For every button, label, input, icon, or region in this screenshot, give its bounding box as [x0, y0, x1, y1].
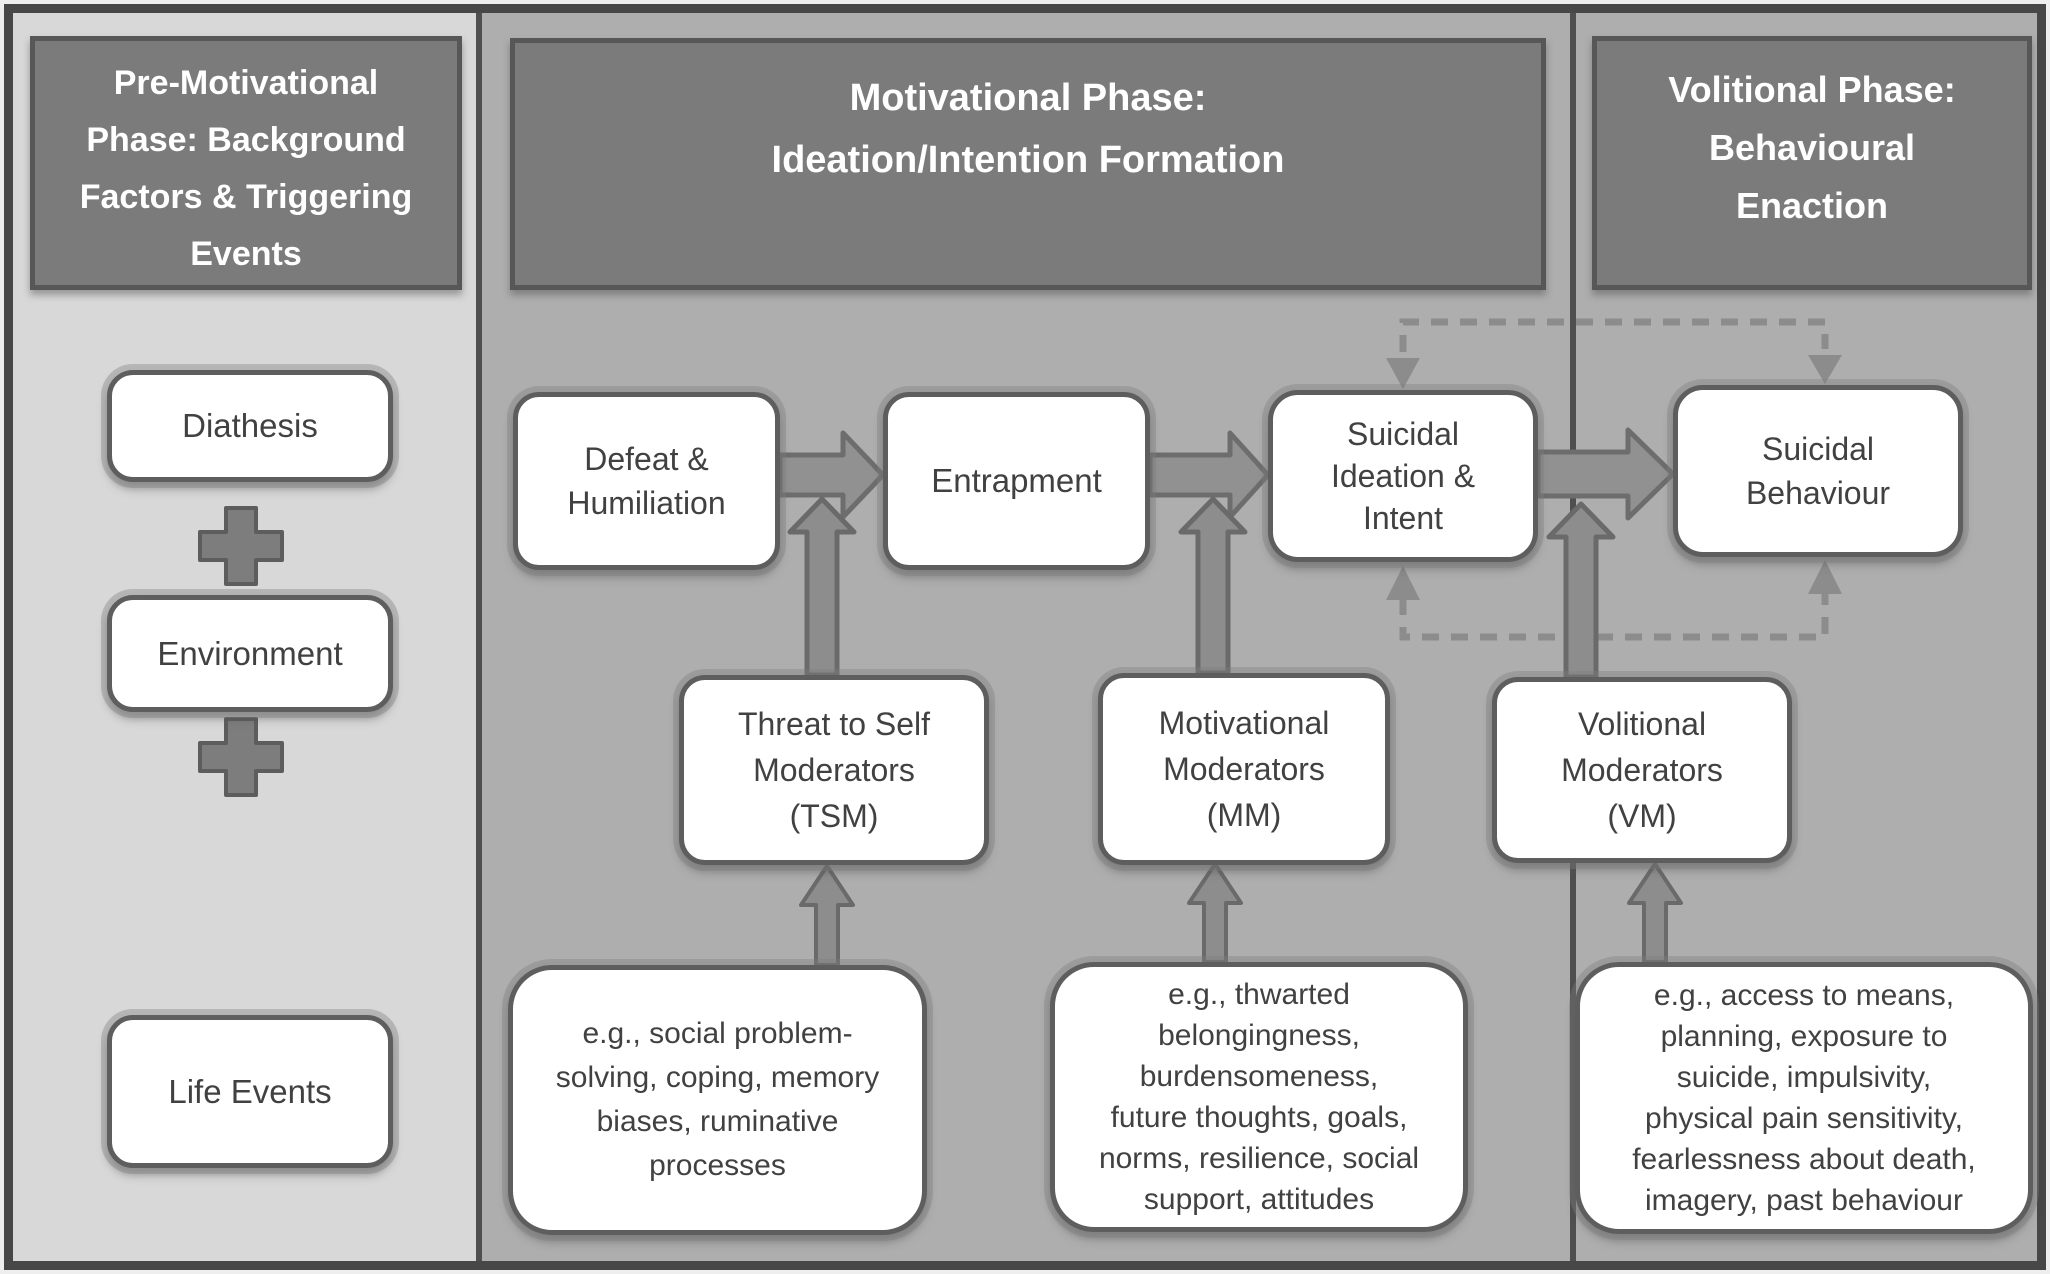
text-line: (MM): [1206, 797, 1282, 833]
text-line: Humiliation: [567, 485, 726, 521]
text-line: biases, ruminative: [596, 1105, 839, 1138]
text-line: physical pain sensitivity,: [1645, 1102, 1963, 1135]
text-line: support, attitudes: [1143, 1183, 1375, 1216]
text-line: future thoughts, goals,: [1110, 1101, 1408, 1134]
text-line: Intent: [1362, 500, 1444, 536]
node-life-events: Life Events: [107, 1015, 393, 1168]
text-line: norms, resilience, social: [1098, 1142, 1420, 1175]
panel-divider-left: [476, 13, 482, 1261]
text-line: Ideation/Intention Formation: [771, 139, 1285, 181]
text-line: processes: [649, 1149, 786, 1182]
text-line: (VM): [1607, 798, 1677, 834]
text-line: Factors & Triggering: [79, 178, 413, 216]
text-line: imagery, past behaviour: [1645, 1184, 1963, 1217]
text-line: belongingness,: [1158, 1019, 1360, 1052]
text-line: Motivational Phase:: [849, 77, 1207, 119]
text-line: Moderators: [1561, 752, 1723, 788]
text-line: (TSM): [789, 798, 879, 834]
text-line: Entrapment: [931, 462, 1102, 499]
node-mm-examples: e.g., thwarted belongingness, burdensomene…: [1050, 962, 1468, 1232]
node-defeat-humiliation: Defeat & Humiliation: [513, 392, 780, 570]
node-entrapment: Entrapment: [883, 392, 1150, 570]
text-line: Pre-Motivational: [113, 64, 379, 102]
text-line: Environment: [157, 634, 343, 672]
text-line: solving, coping, memory: [555, 1061, 880, 1094]
text-line: fearlessness about death,: [1632, 1143, 1976, 1176]
text-line: Volitional Phase:: [1668, 69, 1956, 110]
text-line: Behaviour: [1745, 475, 1891, 511]
node-tsm-examples: e.g., social problem-solving, coping, me…: [508, 965, 927, 1235]
text-line: Behavioural: [1708, 127, 1916, 168]
text-line: Enaction: [1735, 185, 1888, 226]
text-line: Volitional: [1577, 706, 1707, 742]
text-line: e.g., access to means,: [1653, 979, 1955, 1012]
text-line: Phase: Background: [86, 121, 406, 159]
text-line: e.g., social problem-: [582, 1017, 853, 1050]
text-line: Motivational: [1158, 705, 1330, 741]
header-motivational-phase: Motivational Phase: Ideation/Intention Fo…: [510, 38, 1546, 290]
text-line: planning, exposure to: [1660, 1020, 1948, 1053]
text-line: Moderators: [753, 752, 915, 788]
text-line: suicide, impulsivity,: [1676, 1061, 1932, 1094]
text-line: Ideation &: [1330, 458, 1476, 494]
text-line: Events: [190, 235, 302, 273]
text-line: e.g., thwarted: [1168, 978, 1350, 1011]
text-line: Moderators: [1163, 751, 1325, 787]
text-line: Life Events: [168, 1072, 332, 1110]
node-diathesis: Diathesis: [107, 370, 393, 482]
text-line: Suicidal: [1346, 416, 1460, 452]
text-line: Threat to Self: [737, 706, 931, 742]
text-line: Defeat &: [584, 441, 709, 477]
node-vm-examples: e.g., access to means, planning, exposure…: [1575, 962, 2033, 1234]
node-environment: Environment: [107, 595, 393, 712]
text-line: Diathesis: [182, 407, 318, 444]
text-line: Suicidal: [1761, 431, 1875, 467]
text-line: burdensomeness,: [1139, 1060, 1379, 1093]
